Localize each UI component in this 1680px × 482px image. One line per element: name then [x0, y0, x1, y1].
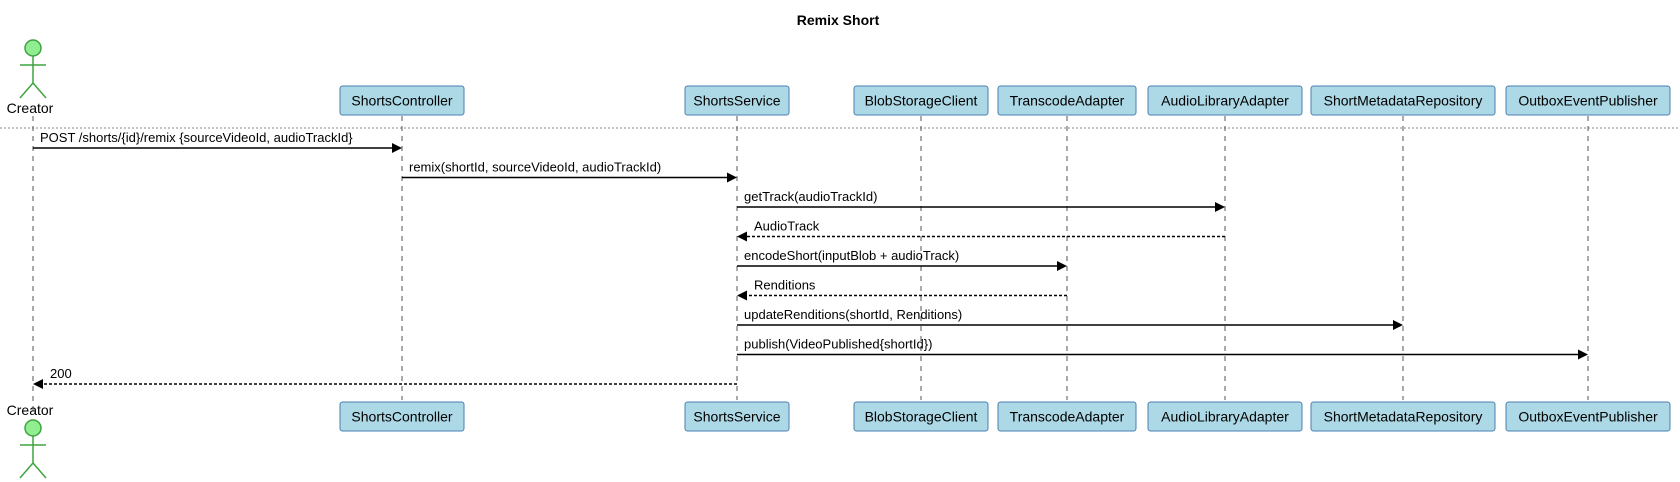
actor-creator-bottom: Creator [7, 402, 54, 479]
participant-transcode-top: TranscodeAdapter [997, 85, 1137, 116]
participant-box [853, 85, 989, 116]
participant-label: ShortsController [351, 409, 452, 425]
participant-repo-top: ShortMetadataRepository [1310, 85, 1496, 116]
participant-label: ShortMetadataRepository [1324, 93, 1483, 109]
actor-label: Creator [7, 402, 54, 418]
participant-service-bottom: ShortsService [684, 401, 790, 432]
participant-box [339, 401, 465, 432]
arrowhead [737, 290, 747, 301]
participant-box [1147, 85, 1303, 116]
message-7: updateRenditions(shortId, Renditions) [737, 307, 1403, 330]
participant-box [997, 401, 1137, 432]
participant-label: BlobStorageClient [865, 93, 978, 109]
participant-service-top: ShortsService [684, 85, 790, 116]
message-8: publish(VideoPublished{shortId}) [737, 337, 1588, 360]
participant-audio-top: AudioLibraryAdapter [1147, 85, 1303, 116]
participant-label: ShortsController [351, 93, 452, 109]
participant-label: ShortsService [693, 93, 780, 109]
arrowhead [1057, 261, 1067, 271]
actor-leg-right [32, 462, 47, 479]
message-label: encodeShort(inputBlob + audioTrack) [744, 248, 959, 263]
arrowhead [33, 379, 43, 389]
actor-head [24, 419, 42, 437]
participant-label: OutboxEventPublisher [1518, 93, 1658, 109]
arrowhead [737, 231, 747, 242]
actor-creator-top: Creator [7, 39, 54, 116]
participant-outbox-top: OutboxEventPublisher [1505, 85, 1671, 116]
participant-box [1505, 401, 1671, 432]
arrowhead [392, 143, 402, 153]
message-label: 200 [50, 366, 72, 381]
participant-repo-bottom: ShortMetadataRepository [1310, 401, 1496, 432]
message-label: publish(VideoPublished{shortId}) [744, 337, 932, 352]
participant-audio-bottom: AudioLibraryAdapter [1147, 401, 1303, 432]
message-4: AudioTrack [737, 219, 1225, 242]
message-label: remix(shortId, sourceVideoId, audioTrack… [409, 160, 661, 175]
participant-label: ShortsService [693, 409, 780, 425]
message-9: 200 [33, 366, 737, 389]
participant-box [1147, 401, 1303, 432]
actor-head [24, 39, 42, 57]
participant-box [1505, 85, 1671, 116]
participant-outbox-bottom: OutboxEventPublisher [1505, 401, 1671, 432]
actor-leg-left [19, 82, 34, 99]
participant-box [1310, 85, 1496, 116]
arrowhead [727, 172, 737, 183]
message-6: Renditions [737, 278, 1067, 301]
participant-box [339, 85, 465, 116]
arrowhead [1215, 202, 1225, 212]
actor-label: Creator [7, 100, 54, 116]
message-label: updateRenditions(shortId, Renditions) [744, 307, 962, 322]
participant-label: OutboxEventPublisher [1518, 409, 1658, 425]
participant-box [684, 85, 790, 116]
message-5: encodeShort(inputBlob + audioTrack) [737, 248, 1067, 271]
actor-leg-right [32, 82, 47, 99]
arrowhead [1578, 349, 1588, 360]
message-label: getTrack(audioTrackId) [744, 189, 877, 204]
participant-box [684, 401, 790, 432]
participant-label: AudioLibraryAdapter [1161, 93, 1289, 109]
arrowhead [1393, 320, 1403, 330]
message-1: POST /shorts/{id}/remix {sourceVideoId, … [33, 130, 402, 153]
participant-label: ShortMetadataRepository [1324, 409, 1483, 425]
participant-controller-bottom: ShortsController [339, 401, 465, 432]
participant-transcode-bottom: TranscodeAdapter [997, 401, 1137, 432]
diagram-title: Remix Short [797, 12, 880, 28]
participant-blob-top: BlobStorageClient [853, 85, 989, 116]
actor-leg-left [19, 462, 34, 479]
participant-label: BlobStorageClient [865, 409, 978, 425]
message-label: POST /shorts/{id}/remix {sourceVideoId, … [40, 130, 353, 145]
participant-label: AudioLibraryAdapter [1161, 409, 1289, 425]
participant-label: TranscodeAdapter [1010, 93, 1125, 109]
participant-label: TranscodeAdapter [1010, 409, 1125, 425]
participant-blob-bottom: BlobStorageClient [853, 401, 989, 432]
participant-controller-top: ShortsController [339, 85, 465, 116]
participant-box [853, 401, 989, 432]
message-3: getTrack(audioTrackId) [737, 189, 1225, 212]
message-label: Renditions [754, 278, 816, 293]
message-2: remix(shortId, sourceVideoId, audioTrack… [402, 160, 737, 183]
message-label: AudioTrack [754, 219, 820, 234]
participant-box [1310, 401, 1496, 432]
participant-box [997, 85, 1137, 116]
